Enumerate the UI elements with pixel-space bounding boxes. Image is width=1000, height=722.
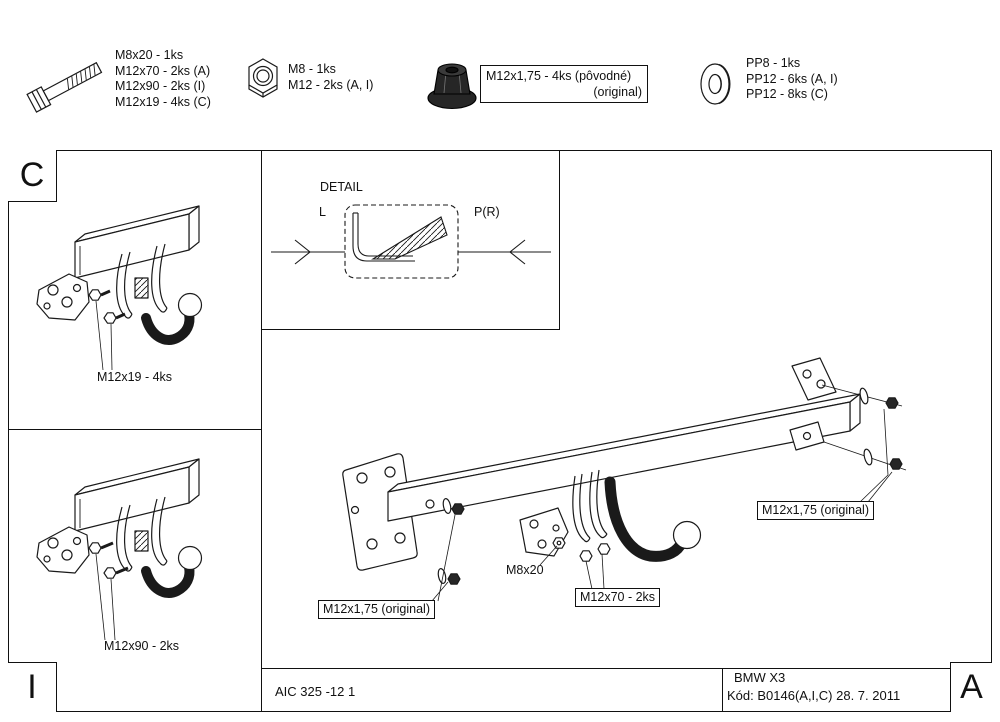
legend-line: (original) <box>593 85 642 99</box>
letter-a: A <box>960 668 983 706</box>
letter-c: C <box>19 156 45 194</box>
nut-legend-text: M8 - 1ks M12 - 2ks (A, I) <box>288 62 373 93</box>
callout-bolt-m8x20: M8x20 <box>506 563 544 577</box>
clamp-straps <box>117 497 167 571</box>
panel-c-drawing <box>9 202 261 429</box>
ball-neck <box>610 482 701 556</box>
legend-line: M12x1,75 - 4ks (pôvodné) <box>486 69 632 83</box>
bolt-legend-text: M8x20 - 1ks M12x70 - 2ks (A) M12x90 - 2k… <box>115 48 211 110</box>
section-centerline <box>271 240 551 264</box>
mounting-plate <box>37 274 89 320</box>
receiver-tube <box>75 206 199 278</box>
panel-i-drawing <box>9 455 261 660</box>
bolt-m12x90 <box>89 543 128 578</box>
legend-line: M8x20 - 1ks <box>115 48 184 62</box>
rubber-pad-hatched <box>135 278 148 298</box>
callout-bolt-m12x70: M12x70 - 2ks <box>575 588 661 607</box>
hex-nut-icon <box>240 56 286 104</box>
mounting-plate <box>37 527 89 573</box>
tow-ball <box>179 547 202 570</box>
legend-line: PP12 - 6ks (A, I) <box>746 71 838 86</box>
leader-lines <box>96 554 115 640</box>
leader-lines <box>96 301 112 370</box>
detail-dashed-frame <box>345 205 458 278</box>
flange-nut-legend-box: M12x1,75 - 4ks (pôvodné) (original) <box>480 65 648 103</box>
detail-label-left: L <box>319 205 326 219</box>
footer-band <box>262 668 992 712</box>
vehicle-model: BMW X3 <box>734 670 786 685</box>
section-letter-i: I <box>8 662 57 712</box>
drawing-code: Kód: B0146(A,I,C) 28. 7. 2011 <box>727 688 901 703</box>
tow-ball <box>179 294 202 317</box>
washer-upper-right <box>859 387 870 404</box>
bolt-m12x19 <box>89 290 125 323</box>
legend-line: PP8 - 1ks <box>746 56 801 70</box>
washer-legend-text: PP8 - 1ks PP12 - 6ks (A, I) PP12 - 8ks (… <box>746 56 838 103</box>
nut-lower-left <box>448 574 460 584</box>
detail-border <box>262 150 560 330</box>
nut-upper-right <box>886 398 898 408</box>
detail-drawing <box>263 151 560 329</box>
legend-line: M12x19 - 4ks (C) <box>115 94 211 109</box>
main-assembly-drawing <box>262 330 992 668</box>
rubber-pad-hatched <box>135 531 148 551</box>
main-frame <box>8 150 992 712</box>
detail-title: DETAIL <box>320 180 363 194</box>
callout-nut-left: M12x1,75 (original) <box>318 600 435 619</box>
panel-i-callout: M12x90 - 2ks <box>104 639 180 653</box>
clamp-straps <box>117 244 167 318</box>
hatched-wedge <box>373 217 447 259</box>
legend-line: M12x70 - 2ks (A) <box>115 63 211 78</box>
channel-cross-section <box>353 213 447 261</box>
center-clamp-straps <box>573 470 607 542</box>
ball-neck <box>146 547 202 593</box>
ball-neck <box>146 294 202 340</box>
panel-c-border <box>8 150 262 430</box>
legend-line: M12x90 - 2ks (I) <box>115 79 206 93</box>
detail-label-right: P(R) <box>474 205 500 219</box>
footer-divider <box>722 668 723 712</box>
washer-lower-right <box>863 448 874 465</box>
legend-line: PP12 - 8ks (C) <box>746 87 828 101</box>
legend-line: M8 - 1ks <box>288 62 336 76</box>
right-end-bracket <box>790 358 836 450</box>
panel-i-border <box>8 430 262 712</box>
doc-number: AIC 325 -12 1 <box>275 684 356 699</box>
legend-line: M12 - 2ks (A, I) <box>288 77 374 92</box>
section-letter-a: A <box>950 662 992 712</box>
receiver-tube <box>75 459 199 531</box>
bolt-m8x20 <box>553 538 565 548</box>
callout-nut-right: M12x1,75 (original) <box>757 501 874 520</box>
bolts-m12x70 <box>580 544 610 561</box>
washer-upper-left <box>442 498 452 514</box>
nut-lower-right <box>890 459 902 469</box>
washer-icon <box>694 58 742 110</box>
nut-upper-left <box>452 504 464 514</box>
bolt-icon <box>22 46 114 122</box>
letter-i: I <box>27 668 37 706</box>
leader-lines <box>432 409 892 601</box>
tow-ball <box>674 522 701 549</box>
flange-nut-icon <box>424 58 480 112</box>
section-letter-c: C <box>8 150 57 202</box>
panel-c-callout: M12x19 - 4ks <box>97 370 173 384</box>
